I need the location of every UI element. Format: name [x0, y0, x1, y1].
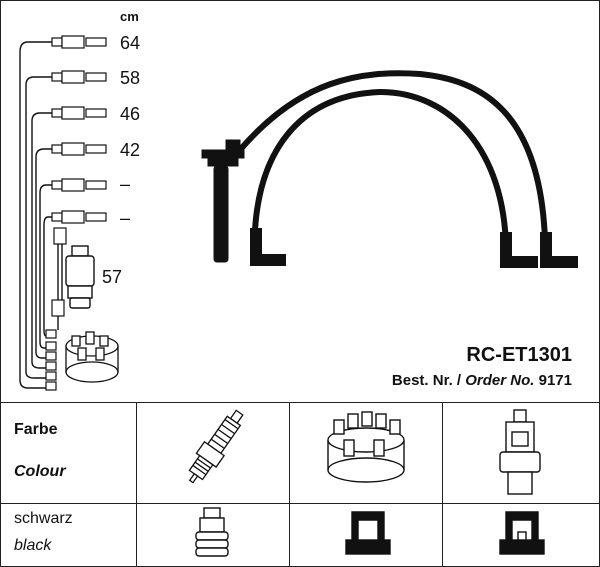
straight-boot-black-icon: [195, 507, 229, 557]
table-row-divider: [0, 503, 600, 504]
length-label-2: 58: [120, 68, 141, 88]
length-label-5: –: [120, 174, 131, 194]
product-code: RC-ET1301: [466, 344, 572, 366]
ignition-cables: [237, 70, 548, 253]
distributor-cap-large-icon: [327, 411, 405, 483]
length-label-3: 46: [120, 104, 141, 124]
length-label-4: 42: [120, 140, 141, 160]
terminal-icons: [45, 35, 107, 391]
coil-length-label: 57: [102, 267, 123, 287]
diagram-drawing: [19, 35, 578, 391]
order-prefix: Best. Nr. /: [391, 372, 462, 389]
spark-plug-icon: [188, 409, 244, 484]
lead-lines: [19, 41, 63, 389]
distributor-cap-icon: [65, 331, 119, 383]
coil-terminal-black-icon: [499, 511, 545, 555]
farbe-label: Farbe: [14, 421, 58, 438]
unit-label: cm: [120, 9, 139, 24]
length-label-1: 64: [120, 33, 141, 53]
coil-lead-connector: [51, 227, 67, 317]
black-label: black: [14, 537, 52, 554]
table-col-divider-2: [289, 402, 290, 567]
order-number: 9171: [538, 372, 572, 389]
schwarz-label: schwarz: [14, 510, 73, 527]
wire-set-diagram: cm 64 58 46 42 – – 57 RC-ET1301 Best. Nr…: [19, 9, 578, 391]
cap-terminal-black-icon: [345, 511, 391, 555]
coil-icon: [65, 245, 95, 309]
table-top-border: [0, 402, 600, 403]
angled-boots: [250, 228, 578, 268]
table-col-divider-3: [442, 402, 443, 567]
ignition-coil-large-icon: [499, 409, 541, 495]
straight-boot: [201, 139, 245, 263]
order-italic: Order No.: [465, 372, 535, 389]
table-col-divider-1: [136, 402, 137, 567]
length-label-6: –: [120, 208, 131, 228]
order-number-line: Best. Nr. / Order No. 9171: [392, 372, 572, 389]
colour-label: Colour: [14, 463, 66, 480]
